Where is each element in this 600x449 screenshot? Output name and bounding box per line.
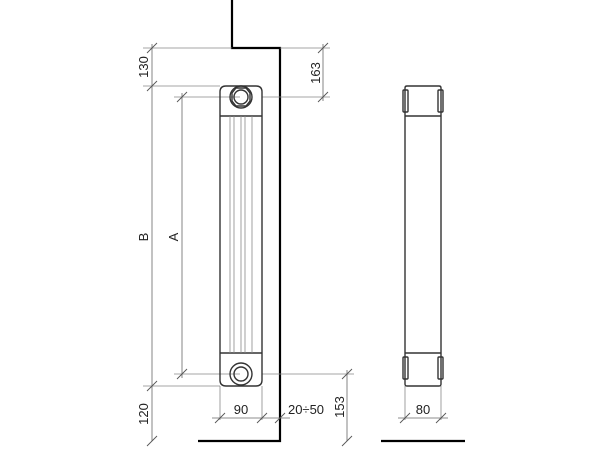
dim-tick: [317, 42, 329, 54]
dimension-labels: 130 163 B A 120 153 90 20÷50 80: [136, 56, 430, 425]
dim-tick: [176, 368, 188, 380]
dimension-lines: [146, 42, 448, 447]
side-top-left-cap: [402, 89, 409, 113]
radiator-side-view: [402, 85, 444, 387]
dim-tick: [341, 368, 353, 380]
dim-tick: [146, 380, 158, 392]
side-bottom-right-cap: [437, 356, 444, 380]
bottom-valve-inner-icon: [233, 366, 249, 382]
dim-tick: [274, 412, 286, 424]
wall-profile: [198, 0, 282, 443]
bottom-valve-outer-icon: [229, 362, 253, 386]
reference-lines: [143, 47, 442, 420]
dim-tick: [176, 91, 188, 103]
dim-tick: [317, 91, 329, 103]
dim-tick: [146, 435, 158, 447]
radiator-front-view: [219, 85, 263, 387]
dim-tick: [214, 412, 226, 424]
top-valve-nut-icon: [231, 87, 251, 107]
side-top-right-cap: [437, 89, 444, 113]
label-130: 130: [136, 56, 151, 78]
label-90: 90: [234, 402, 248, 417]
dim-tick: [146, 42, 158, 54]
dim-tick: [146, 80, 158, 92]
label-80: 80: [416, 402, 430, 417]
dim-tick: [256, 412, 268, 424]
radiator-front-outline: [219, 85, 263, 387]
dim-tick: [399, 412, 411, 424]
label-B: B: [136, 233, 151, 242]
label-20-50: 20÷50: [288, 402, 324, 417]
wall-and-floor: [198, 0, 465, 443]
label-163: 163: [308, 62, 323, 84]
radiator-side-outline: [404, 85, 442, 387]
label-120: 120: [136, 403, 151, 425]
label-A: A: [166, 232, 181, 241]
dim-tick: [435, 412, 447, 424]
side-bottom-left-cap: [402, 356, 409, 380]
top-valve-outer-icon: [229, 85, 253, 109]
label-153: 153: [332, 396, 347, 418]
dim-tick: [341, 435, 353, 447]
top-valve-inner-icon: [233, 89, 249, 105]
